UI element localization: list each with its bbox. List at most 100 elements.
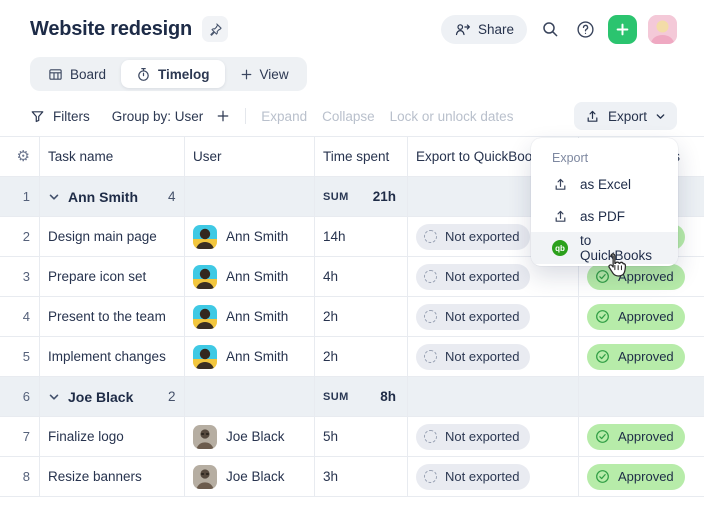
group-by-button[interactable]: Group by: User <box>112 109 204 124</box>
toolbar-divider <box>245 108 247 124</box>
user-avatar <box>193 224 217 249</box>
export-cell: Not exported <box>408 257 579 296</box>
add-group-button[interactable] <box>216 109 230 123</box>
export-cell: Not exported <box>408 457 579 496</box>
check-circle-icon <box>595 309 610 324</box>
lock-dates-label: Lock or unlock dates <box>389 108 514 124</box>
approved-badge[interactable]: Approved <box>587 463 685 490</box>
pin-button[interactable] <box>202 16 229 42</box>
chevron-down-icon[interactable] <box>48 391 60 403</box>
chevron-down-icon <box>655 111 666 122</box>
expand-label: Expand <box>261 108 308 124</box>
task-name[interactable]: Resize banners <box>40 457 185 496</box>
table-row: 8 Resize banners Joe Black 3h Not export… <box>0 457 704 497</box>
filters-button[interactable]: Filters <box>30 109 90 124</box>
user-cell: Ann Smith <box>185 337 315 376</box>
check-circle-icon <box>595 429 610 444</box>
export-cell: Not exported <box>408 417 579 456</box>
row-number: 4 <box>0 297 40 336</box>
share-label: Share <box>477 21 514 37</box>
menu-item-label: to QuickBooks <box>580 233 653 263</box>
row-number: 2 <box>0 217 40 256</box>
collapse-button[interactable]: Collapse <box>322 109 375 124</box>
row-number: 7 <box>0 417 40 456</box>
user-cell: Ann Smith <box>185 297 315 336</box>
tab-add-view[interactable]: View <box>225 60 304 88</box>
not-exported-badge[interactable]: Not exported <box>416 303 531 330</box>
lock-dates-button[interactable]: Lock or unlock dates <box>390 109 514 124</box>
status-cell: Approved <box>579 257 704 296</box>
hand-cursor-icon <box>599 251 629 283</box>
time-spent: 2h <box>315 297 408 336</box>
approved-badge[interactable]: Approved <box>587 343 685 370</box>
approved-badge[interactable]: Approved <box>587 263 685 290</box>
user-avatar <box>193 264 217 289</box>
share-user-icon <box>454 22 471 37</box>
tab-timelog-label: Timelog <box>158 66 210 82</box>
badge-label: Not exported <box>445 269 520 284</box>
group-cell: Joe Black 2 <box>40 377 185 416</box>
time-spent: 5h <box>315 417 408 456</box>
expand-button[interactable]: Expand <box>261 109 307 124</box>
page-title: Website redesign <box>30 17 193 40</box>
toolbar: Filters Group by: User Expand Collapse L… <box>30 102 677 130</box>
task-name[interactable]: Implement changes <box>40 337 185 376</box>
chevron-down-icon[interactable] <box>48 191 60 203</box>
table-row: 5 Implement changes Ann Smith 2h Not exp… <box>0 337 704 377</box>
badge-label: Approved <box>618 309 674 324</box>
column-header-user: User <box>185 137 315 176</box>
empty-cell <box>185 177 315 216</box>
not-exported-badge[interactable]: Not exported <box>416 343 531 370</box>
time-spent: 3h <box>315 457 408 496</box>
badge-label: Not exported <box>445 429 520 444</box>
menu-item-as-excel[interactable]: as Excel <box>531 168 678 200</box>
group-name: Joe Black <box>68 388 134 405</box>
dashed-circle-icon <box>424 270 437 283</box>
task-name[interactable]: Prepare icon set <box>40 257 185 296</box>
tab-board[interactable]: Board <box>33 60 121 88</box>
not-exported-badge[interactable]: Not exported <box>416 463 531 490</box>
collapse-label: Collapse <box>322 108 375 124</box>
task-name[interactable]: Present to the team <box>40 297 185 336</box>
not-exported-badge[interactable]: Not exported <box>416 223 531 250</box>
table-row: 3 Prepare icon set Ann Smith 4h Not expo… <box>0 257 704 297</box>
top-actions: Share <box>440 14 677 44</box>
menu-item-as-pdf[interactable]: as PDF <box>531 200 678 232</box>
gear-icon[interactable]: ⚙ <box>16 148 30 165</box>
sum-value: 8h <box>380 389 396 404</box>
badge-label: Approved <box>618 349 674 364</box>
search-button[interactable] <box>538 17 562 41</box>
create-button[interactable] <box>608 14 637 44</box>
tab-board-label: Board <box>70 66 107 82</box>
share-button[interactable]: Share <box>440 14 527 44</box>
dashed-circle-icon <box>424 350 437 363</box>
sum-label: SUM <box>323 390 349 403</box>
task-name[interactable]: Design main page <box>40 217 185 256</box>
not-exported-badge[interactable]: Not exported <box>416 423 531 450</box>
table-row: 7 Finalize logo Joe Black 5h Not exporte… <box>0 417 704 457</box>
export-button[interactable]: Export <box>573 102 677 130</box>
task-name[interactable]: Finalize logo <box>40 417 185 456</box>
badge-label: Not exported <box>445 309 520 324</box>
badge-label: Not exported <box>445 229 520 244</box>
time-spent: 4h <box>315 257 408 296</box>
approved-badge[interactable]: Approved <box>587 423 685 450</box>
user-avatar <box>193 424 217 449</box>
menu-item-label: as PDF <box>580 208 626 224</box>
row-number: 3 <box>0 257 40 296</box>
user-name: Ann Smith <box>226 229 289 244</box>
group-count: 4 <box>168 189 176 204</box>
view-tabs: Board Timelog View <box>30 57 704 91</box>
user-avatar[interactable] <box>648 14 677 44</box>
check-circle-icon <box>595 269 610 284</box>
badge-label: Approved <box>618 469 674 484</box>
dashed-circle-icon <box>424 310 437 323</box>
not-exported-badge[interactable]: Not exported <box>416 263 531 290</box>
help-button[interactable] <box>573 17 597 41</box>
menu-item-to-quickbooks[interactable]: qb to QuickBooks <box>531 232 678 264</box>
tab-timelog[interactable]: Timelog <box>121 60 225 88</box>
export-menu: Export as Excel as PDF qb to QuickBooks <box>531 138 678 266</box>
export-cell: Not exported <box>408 337 579 376</box>
approved-badge[interactable]: Approved <box>587 303 685 330</box>
